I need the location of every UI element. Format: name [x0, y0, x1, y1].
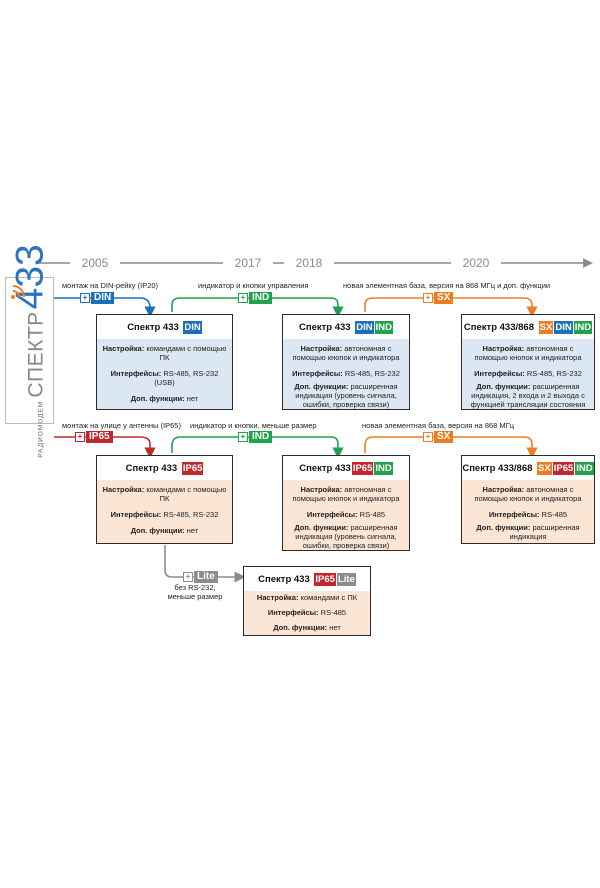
- tag-lite: + Lite: [183, 571, 218, 583]
- branch-label-ind-top: индикатор и кнопки управления: [198, 281, 309, 290]
- product-card-ip65: Спектр 433 IP65 Настройка: командами с п…: [96, 455, 233, 544]
- branch-label-sx-top: новая элементная база, версия на 868 МГц…: [343, 281, 551, 290]
- tag-sx: + SX: [423, 292, 454, 304]
- year-label: 2020: [451, 256, 501, 270]
- year-label: 2017: [223, 256, 273, 270]
- tag-ip65: + IP65: [75, 431, 113, 443]
- radio-wave-icon: [11, 285, 25, 299]
- branch-label-ind-bottom: индикатор и кнопки, меньше размер: [190, 421, 317, 430]
- spektr-433-logo: РАДИОМОДЕМ СПЕКТР 433: [5, 244, 54, 458]
- branch-label-lite: без RS-232, меньше размер: [167, 583, 223, 601]
- tag-sx: + SX: [423, 431, 454, 443]
- logo-small-text: РАДИОМОДЕМ: [37, 400, 45, 458]
- branch-label-ip65: монтаж на улице у антенны (IP65): [62, 421, 181, 430]
- tag-ind: + IND: [238, 431, 273, 443]
- branch-label-sx-bottom: новая элементная база, версия на 868 МГц: [362, 421, 515, 430]
- tag-ind: + IND: [238, 292, 273, 304]
- product-card-din: Спектр 433 DIN Настройка: командами с по…: [96, 314, 233, 410]
- branch-label-din: монтаж на DIN-рейку (IP20): [62, 281, 159, 290]
- logo-name: СПЕКТР: [24, 311, 48, 398]
- year-label: 2018: [284, 256, 334, 270]
- tag-din: + DIN: [80, 292, 115, 304]
- year-label: 2005: [70, 256, 120, 270]
